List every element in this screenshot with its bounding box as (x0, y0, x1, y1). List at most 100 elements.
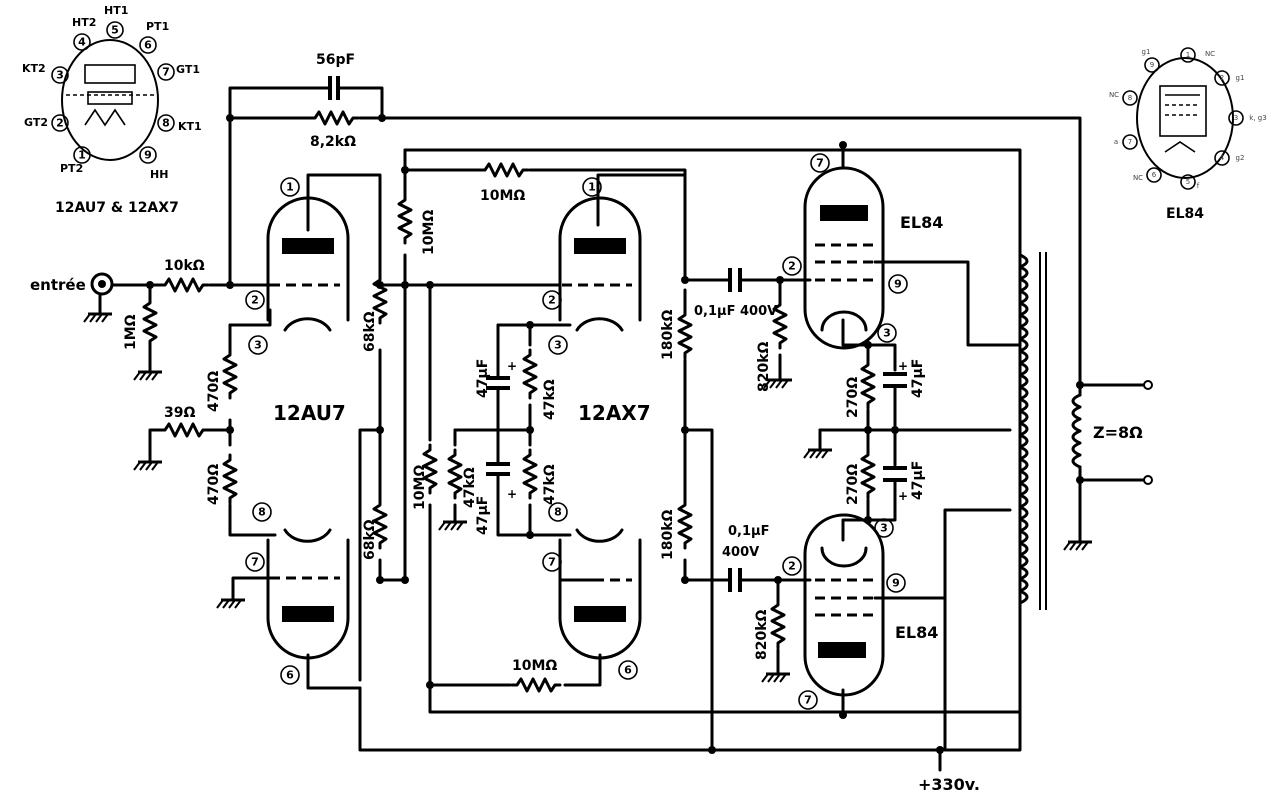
label-10m-horiz: 10MΩ (480, 188, 525, 204)
pinout-el84-title: EL84 (1166, 206, 1204, 222)
svg-text:1: 1 (588, 181, 596, 194)
ground-symbol (132, 460, 164, 472)
pin-number: 2 (56, 117, 64, 130)
label-47uf-1: 47μF (475, 359, 491, 398)
pinout-12a-pin-1: 1 (73, 146, 91, 164)
label-12ax7: 12AX7 (578, 401, 651, 425)
label-68k-bot: 68kΩ (362, 519, 378, 560)
pin-marker: 3 (248, 335, 268, 355)
pin-label-ht2: HT2 (72, 16, 96, 29)
pin-marker: 8 (252, 502, 272, 522)
svg-text:3: 3 (880, 522, 888, 535)
label-8k2: 8,2kΩ (310, 134, 356, 150)
pin-label-gt1: GT1 (176, 63, 200, 76)
label-47k-1: 47kΩ (542, 379, 558, 420)
label-180k-top: 180kΩ (660, 309, 676, 360)
svg-text:2: 2 (788, 560, 796, 573)
pin-label-gt2: GT2 (24, 116, 48, 129)
capacitor-coupling-bot (718, 568, 750, 592)
pin-marker: 1 (280, 177, 300, 197)
svg-text:3: 3 (254, 339, 262, 352)
pinout-12a-pin-3: 3 (51, 66, 69, 84)
tube-12ax7-bot (558, 528, 642, 660)
pin-number: 3 (56, 69, 64, 82)
resistor-10k (158, 277, 210, 293)
pin-number: 6 (144, 39, 152, 52)
pin-label-kt2: KT2 (22, 62, 46, 75)
label-820k-bot: 820kΩ (754, 609, 770, 660)
resistor-47k-2 (522, 448, 538, 500)
pinout-12a-pin-7: 7 (157, 63, 175, 81)
pin-marker: 9 (888, 274, 908, 294)
resistor-47k-3 (447, 448, 463, 500)
pin-number: 8 (162, 117, 170, 130)
svg-text:6: 6 (624, 664, 632, 677)
pinout-el84-pin-3: 3 (1228, 110, 1244, 126)
input-label: entrée (30, 276, 86, 294)
label-68k-top: 68kΩ (362, 311, 378, 352)
resistor-180k-top (677, 308, 693, 360)
svg-text:2: 2 (251, 294, 259, 307)
capacitor-47uf-el84-bot: + (883, 466, 908, 503)
label-supply: +330v. (918, 775, 980, 794)
svg-text:+: + (898, 489, 908, 503)
wiring (98, 86, 1147, 772)
pin-label-g2: g2 (1236, 154, 1245, 162)
resistor-820k-top (772, 298, 788, 350)
ground-symbol (437, 520, 469, 532)
svg-text:3: 3 (554, 339, 562, 352)
tube-12au7-top (266, 196, 350, 332)
pin-marker: 6 (280, 665, 300, 685)
ground-symbol (82, 312, 114, 324)
svg-text:+: + (507, 359, 517, 373)
label-47k-2: 47kΩ (542, 464, 558, 505)
resistor-470-bot (222, 453, 238, 505)
pinout-el84-pin-9: 9 (1144, 57, 1160, 73)
label-47uf-el84-bot: 47μF (910, 461, 926, 500)
label-10m-vert: 10MΩ (421, 210, 437, 255)
pin-marker: 3 (548, 335, 568, 355)
svg-text:7: 7 (548, 556, 556, 569)
label-47uf-el84-top: 47μF (910, 359, 926, 398)
svg-text:1: 1 (286, 181, 294, 194)
label-39: 39Ω (164, 405, 195, 421)
resistor-470-top (222, 348, 238, 400)
pinout-el84-pin-6: 6 (1146, 167, 1162, 183)
resistor-270-bot (860, 448, 876, 500)
svg-text:7: 7 (251, 556, 259, 569)
pin-label-pt2: PT2 (60, 162, 83, 175)
label-820k-top: 820kΩ (756, 341, 772, 392)
tube-el84-top (803, 166, 885, 350)
pin-marker: 8 (548, 502, 568, 522)
pin-marker: 6 (618, 660, 638, 680)
pinout-el84-pin-4: 4 (1214, 150, 1230, 166)
pin-number: 5 (111, 24, 119, 37)
capacitor-coupling-top (718, 268, 750, 292)
pin-label-hh: HH (150, 168, 168, 181)
junction-dots (146, 114, 1084, 754)
pin-number: 6 (1152, 171, 1157, 179)
pin-marker: 3 (877, 323, 897, 343)
svg-text:2: 2 (788, 260, 796, 273)
resistor-8k2 (308, 110, 360, 126)
resistor-820k-bot (770, 598, 786, 650)
tube-12ax7-top (558, 196, 642, 332)
label-impedance: Z=8Ω (1093, 423, 1143, 442)
pinout-12a-pin-2: 2 (51, 114, 69, 132)
ground-symbol (802, 448, 834, 460)
resistor-270-top (860, 358, 876, 410)
svg-text:8: 8 (554, 506, 562, 519)
pin-marker: 2 (782, 256, 802, 276)
pinout-12a-pin-5: 5 (106, 21, 124, 39)
svg-text:2: 2 (548, 294, 556, 307)
resistor-1m (142, 296, 158, 348)
pin-number: 3 (1234, 114, 1238, 122)
ground-symbol (760, 672, 792, 684)
label-47k-3: 47kΩ (462, 467, 478, 508)
pinout-12a-pin-4: 4 (73, 33, 91, 51)
pin-label-g1b: g1 (1236, 74, 1245, 82)
pin-number: 7 (162, 66, 170, 79)
pin-label-nc: NC (1205, 50, 1215, 58)
svg-text:9: 9 (892, 577, 900, 590)
